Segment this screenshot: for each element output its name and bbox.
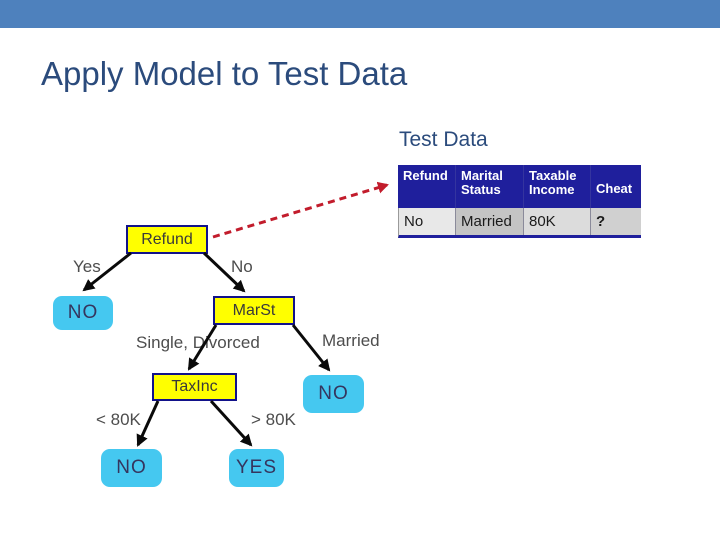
table-row: No Married 80K ?	[398, 208, 641, 238]
slide-title: Apply Model to Test Data	[41, 55, 408, 92]
cell-taxable-income: 80K	[523, 208, 590, 235]
edge-label-married: Married	[322, 331, 380, 350]
edge-label-yes: Yes	[73, 257, 101, 276]
cell-cheat: ?	[590, 208, 641, 235]
arrow-taxinc-to-no	[136, 400, 160, 447]
test-data-table: Refund Marital Status Taxable Income Che…	[398, 165, 641, 238]
edge-label-single-divorced: Single, Divorced	[136, 333, 260, 352]
table-header-row: Refund Marital Status Taxable Income Che…	[398, 165, 641, 208]
col-header-marital-status: Marital Status	[455, 165, 523, 208]
leaf-node-no-married: NO	[303, 375, 364, 413]
col-header-taxable-income: Taxable Income	[523, 165, 590, 208]
edge-label-no: No	[231, 257, 253, 276]
leaf-node-yes-gt80k: YES	[229, 449, 284, 487]
edge-label-gt-80k: > 80K	[251, 410, 296, 429]
col-header-cheat: Cheat	[590, 165, 641, 208]
col-header-refund: Refund	[403, 168, 448, 183]
tree-node-marst: MarSt	[213, 296, 295, 325]
test-data-caption: Test Data	[399, 128, 488, 151]
arrow-taxinc-to-yes	[209, 399, 253, 447]
leaf-node-no-refund-yes: NO	[53, 296, 113, 330]
tree-node-refund: Refund	[126, 225, 208, 254]
leaf-node-no-lt80k: NO	[101, 449, 162, 487]
top-accent-bar	[0, 0, 720, 28]
cell-refund: No	[399, 208, 455, 235]
test-record-pointer-arrow	[212, 181, 389, 239]
edge-label-lt-80k: < 80K	[96, 410, 141, 429]
tree-node-taxinc: TaxInc	[152, 373, 237, 401]
cell-marital-status: Married	[455, 208, 523, 235]
